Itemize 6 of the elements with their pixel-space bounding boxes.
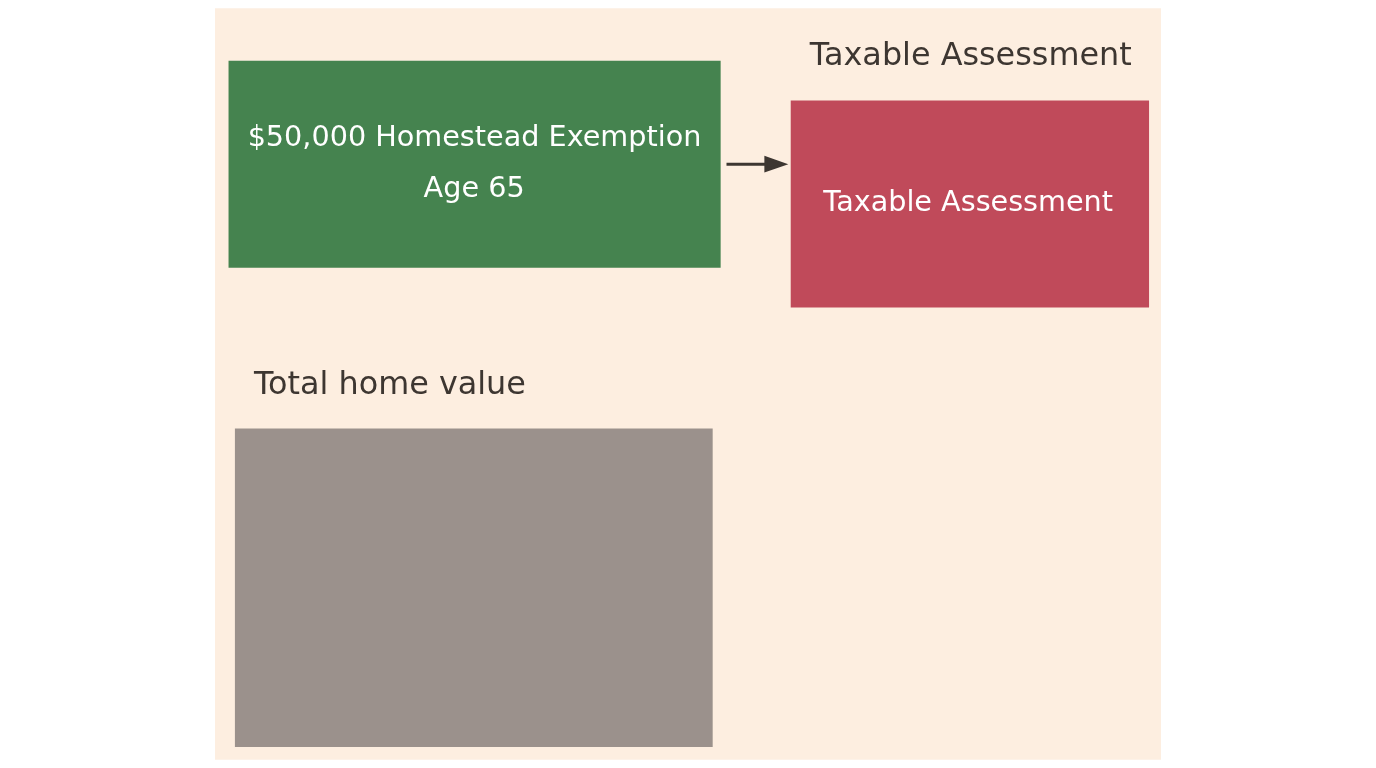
- node-label: Total home value: [254, 363, 526, 402]
- node-box: Taxable Assessment: [790, 100, 1150, 308]
- arrow: [726, 155, 789, 173]
- node-label: Taxable Assessment: [809, 35, 1132, 74]
- node-box: [234, 428, 713, 748]
- node-box: $50,000 Homestead Exemption Age 65: [228, 60, 721, 268]
